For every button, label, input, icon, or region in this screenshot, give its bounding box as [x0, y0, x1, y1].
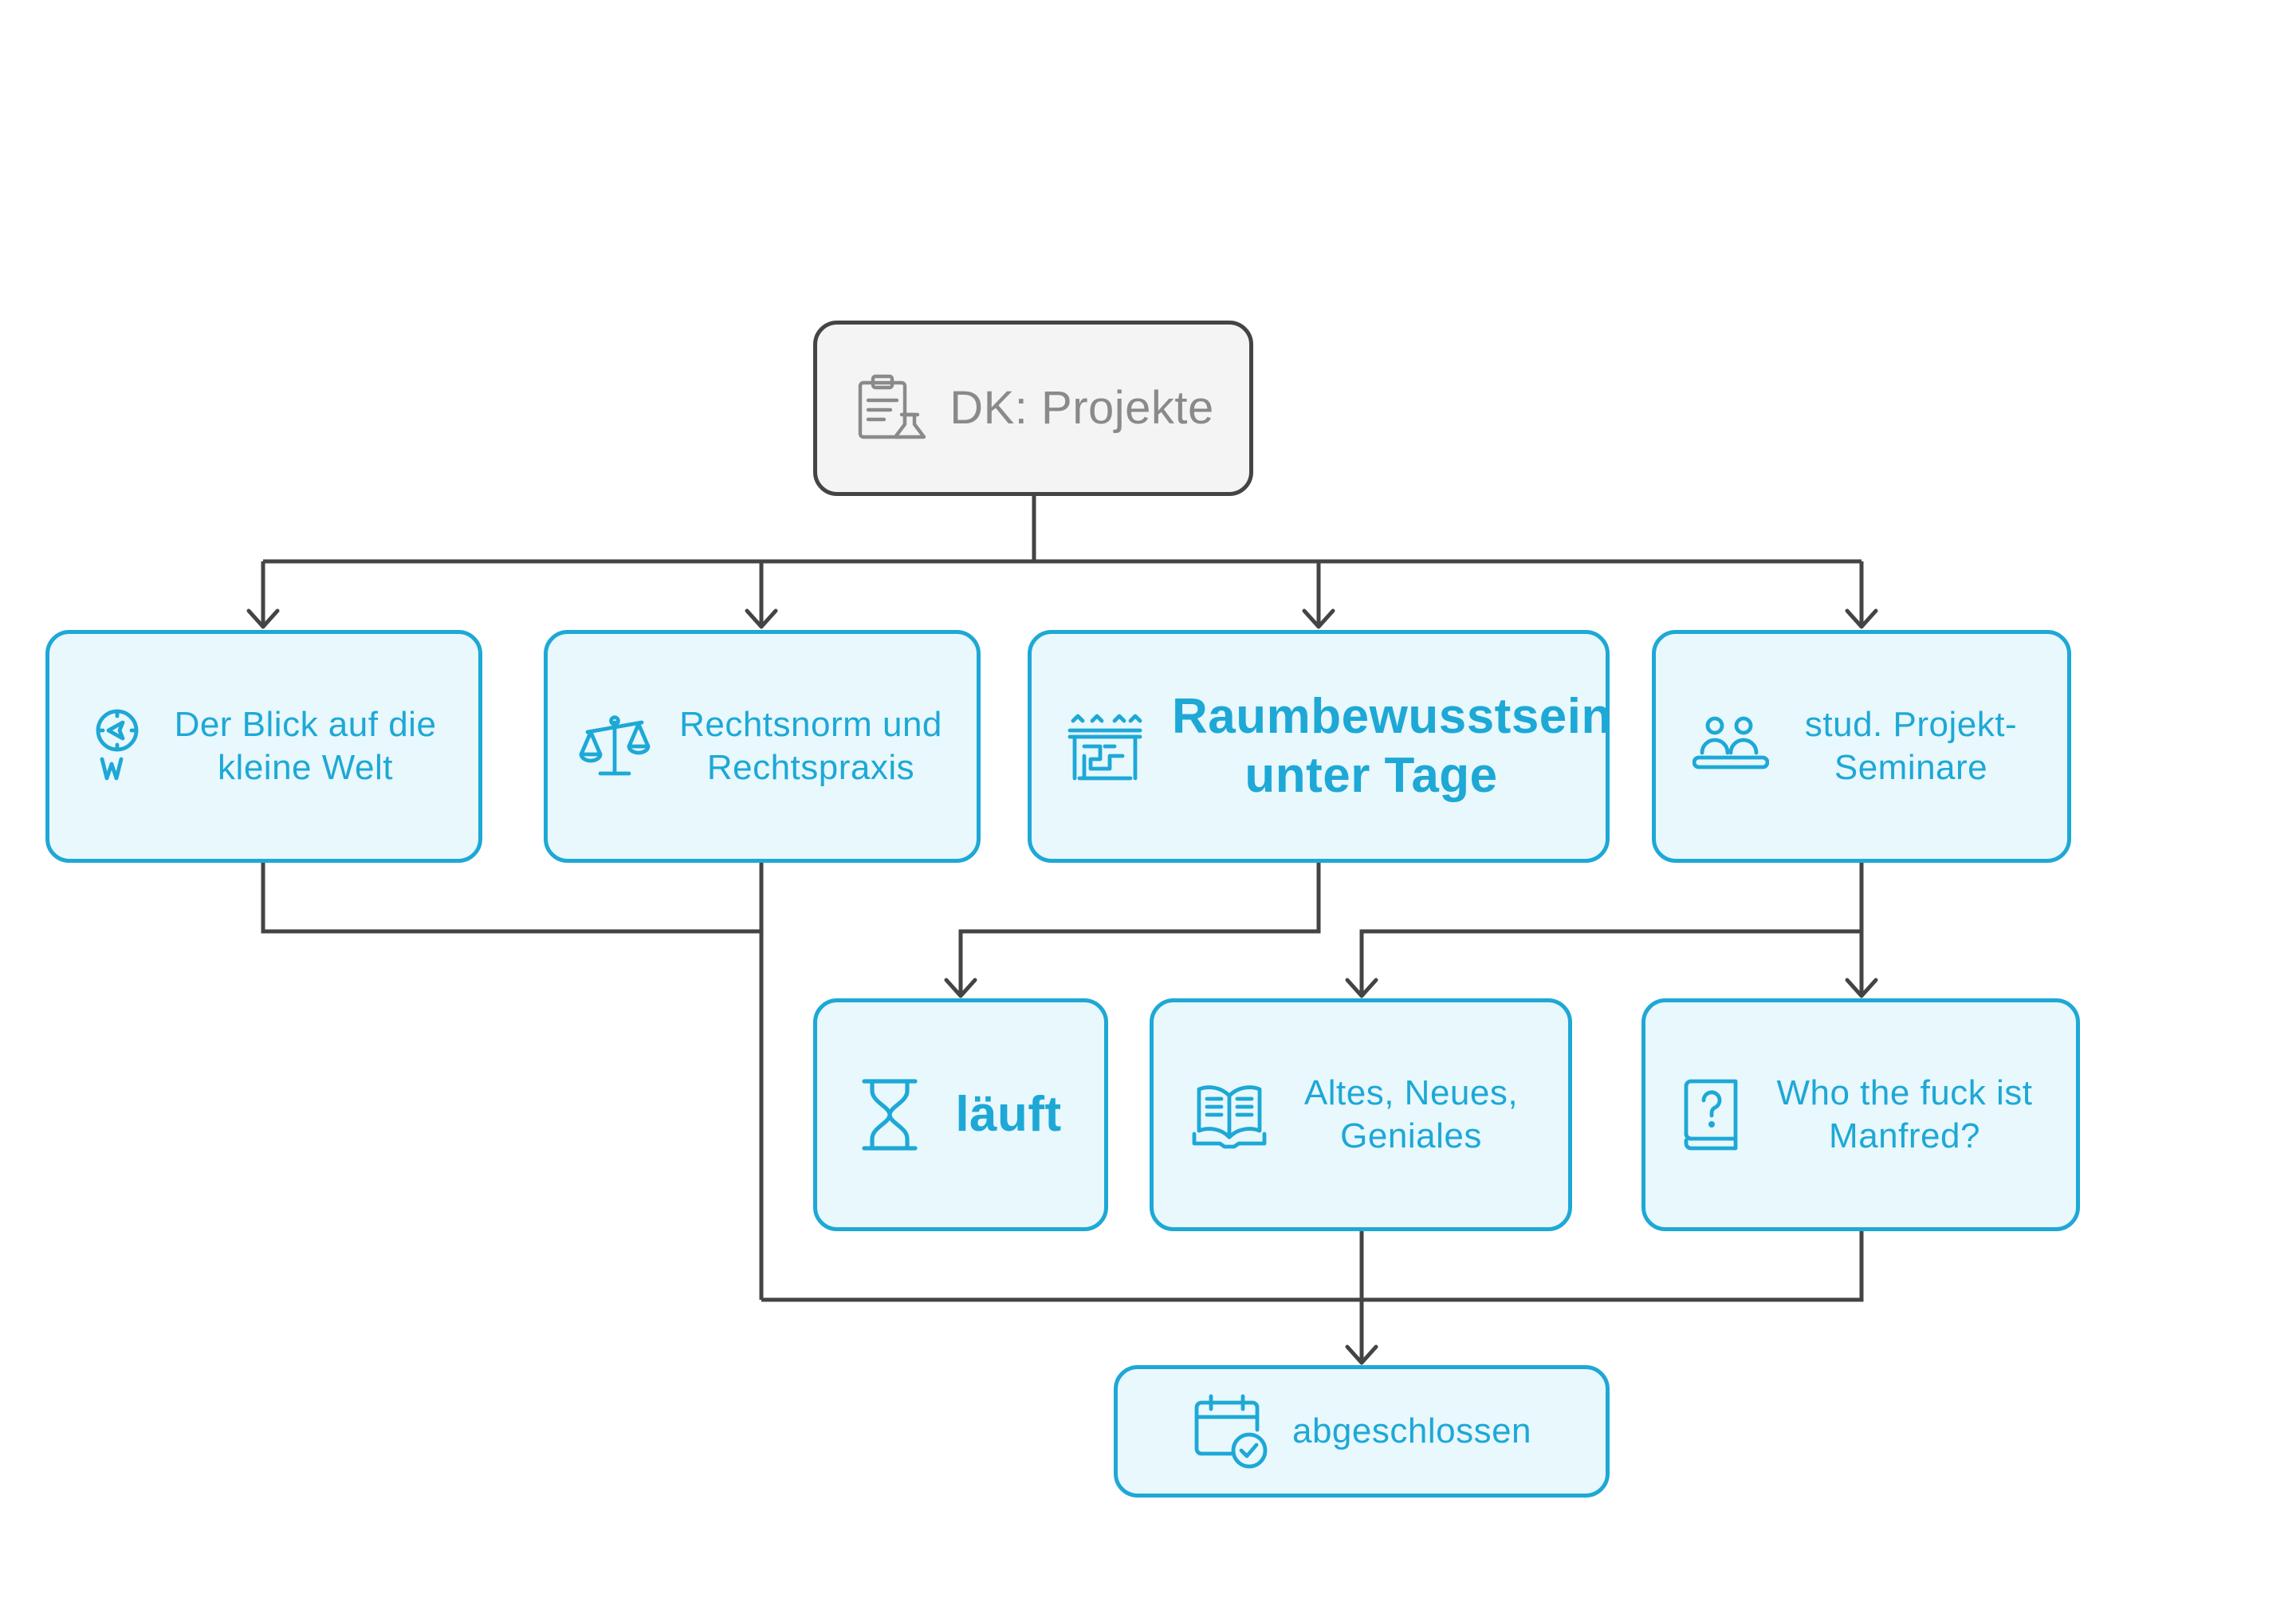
- node-abgeschlossen[interactable]: abgeschlossen: [1114, 1365, 1610, 1498]
- raumbewusstsein-label: Raumbewusstsein unter Tage: [1172, 689, 1612, 803]
- arrowhead-altes: [1345, 978, 1378, 998]
- node-raumbewusstsein[interactable]: Raumbewusstsein unter Tage: [1028, 630, 1612, 863]
- node-seminare[interactable]: stud. Projekt-Seminare: [1652, 630, 2071, 863]
- connector-closed-bus: [761, 1230, 1864, 1302]
- seminar-group-icon: [1693, 714, 1769, 778]
- node-der-blick[interactable]: Der Blick auf die kleine Welt: [45, 630, 482, 863]
- node-manfred[interactable]: Who the fuck ist Manfred?: [1641, 998, 2080, 1231]
- connector-raum-laeuft: [958, 863, 1321, 995]
- compass-west-icon: [91, 708, 144, 785]
- question-book-icon: [1681, 1076, 1742, 1153]
- connector-blick-down: [261, 863, 761, 934]
- arrowhead-manfred: [1845, 978, 1878, 998]
- arrowhead-laeuft: [944, 978, 977, 998]
- laeuft-label: läuft: [955, 1087, 1062, 1142]
- hourglass-icon: [859, 1076, 920, 1153]
- mine-tunnel-icon: [1067, 708, 1143, 785]
- node-root[interactable]: DK: Projekte: [813, 321, 1253, 496]
- altes-neues-label: Altes, Neues, Geniales: [1303, 1073, 1519, 1155]
- manfred-label: Who the fuck ist Manfred?: [1776, 1073, 2033, 1155]
- open-book-icon: [1191, 1076, 1268, 1153]
- scales-icon: [578, 710, 651, 783]
- abgeschlossen-label: abgeschlossen: [1292, 1411, 1532, 1450]
- rechtsnorm-label: Rechtsnorm und Rechtspraxis: [679, 705, 942, 787]
- arrowhead-raum: [1302, 608, 1335, 629]
- root-label: DK: Projekte: [949, 382, 1214, 434]
- clipboard-flask-icon: [852, 370, 929, 447]
- arrowhead-abgeschlossen: [1345, 1344, 1378, 1365]
- node-rechtsnorm[interactable]: Rechtsnorm und Rechtspraxis: [544, 630, 981, 863]
- calendar-check-icon: [1192, 1393, 1268, 1470]
- node-laeuft[interactable]: läuft: [813, 998, 1108, 1231]
- arrowhead-rechtsnorm: [745, 608, 778, 629]
- der-blick-label: Der Blick auf die kleine Welt: [174, 705, 437, 787]
- connector-seminare-altes: [1359, 929, 1862, 995]
- seminare-label: stud. Projekt-Seminare: [1804, 705, 2018, 787]
- node-altes-neues[interactable]: Altes, Neues, Geniales: [1150, 998, 1572, 1231]
- arrowhead-seminare: [1845, 608, 1878, 629]
- arrowhead-blick: [246, 608, 280, 629]
